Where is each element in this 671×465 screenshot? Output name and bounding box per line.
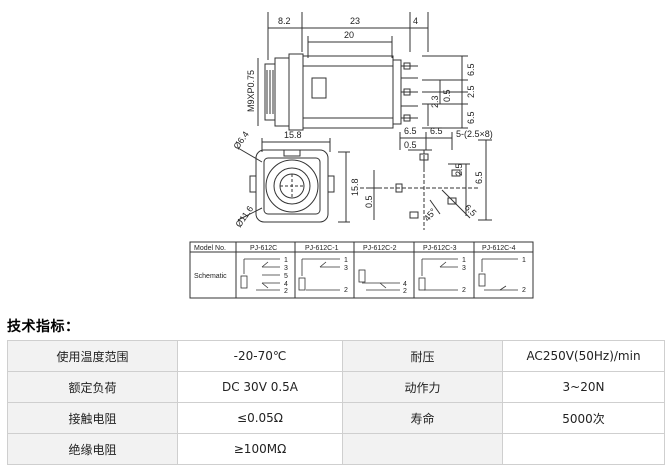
spec-value: ≤0.05Ω [177, 402, 343, 434]
spec-value [502, 433, 665, 465]
model-col-3: PJ-612C-3 [423, 245, 457, 252]
spec-key: 额定负荷 [7, 371, 178, 403]
pin-right-a: 2.5 [454, 163, 464, 176]
pin-label: 3 [344, 265, 348, 272]
spec-heading: 技术指标： [7, 319, 80, 335]
pin-label: 2 [462, 287, 466, 294]
pin-length: 2.3 [430, 95, 440, 108]
spec-value: 5000次 [502, 402, 665, 434]
schematic-header-label: Model No. [194, 245, 226, 252]
front-hole: Ø6.4 [231, 129, 250, 151]
model-col-4: PJ-612C-4 [482, 245, 516, 252]
spec-key: 接触电阻 [7, 402, 178, 434]
pin-top-right: 6.5 [430, 126, 443, 136]
pin-layout-view [360, 132, 492, 230]
pin-label: 1 [462, 257, 466, 264]
pin-label: 4 [403, 281, 407, 288]
spec-key: 使用温度范围 [7, 340, 178, 372]
pin-label: 4 [284, 281, 288, 288]
spec-value: AC250V(50Hz)/min [502, 340, 665, 372]
pin-label: 2 [403, 288, 407, 295]
pin-label: 5 [284, 273, 288, 280]
schematic-row-label: Schematic [194, 273, 227, 280]
side-view [257, 12, 468, 131]
pin-right-b: 6.5 [474, 171, 484, 184]
pin-left: 0.5 [364, 195, 374, 208]
pin-dim-lower: 0.5 [442, 89, 452, 102]
technical-drawing: 8.2 23 4 20 M9XP0.75 6.5 2.5 0.5 6.5 2.3… [189, 12, 534, 299]
pin-label: 3 [462, 265, 466, 272]
table-row: 接触电阻 ≤0.05Ω 寿命 5000次 [7, 402, 665, 434]
table-row: 绝缘电阻 ≥100MΩ [7, 433, 665, 465]
table-row: 额定负荷 DC 30V 0.5A 动作力 3~20N [7, 371, 665, 403]
pin-label: 2 [344, 287, 348, 294]
pin-label: 1 [344, 257, 348, 264]
spec-key: 耐压 [342, 340, 503, 372]
pin-label: 1 [284, 257, 288, 264]
pin-small: 0.5 [404, 140, 417, 150]
pin-top-left: 6.5 [404, 126, 417, 136]
model-col-1: PJ-612C-1 [305, 245, 339, 252]
dim-body: 23 [350, 16, 360, 26]
model-col-0: PJ-612C [250, 245, 277, 252]
pin-label: 1 [522, 257, 526, 264]
pin-diag: 6.5 [463, 202, 479, 218]
spec-key: 寿命 [342, 402, 503, 434]
spec-key: 绝缘电阻 [7, 433, 178, 465]
dim-shoulder: 20 [344, 30, 354, 40]
schematic-table: Model No. Schematic PJ-612C PJ-612C-1 PJ… [189, 241, 534, 299]
pin-dim-mid: 2.5 [466, 85, 476, 98]
thread-spec: M9XP0.75 [246, 70, 256, 112]
spec-value: -20-70℃ [177, 340, 343, 372]
front-width: 15.8 [284, 130, 302, 140]
model-col-2: PJ-612C-2 [363, 245, 397, 252]
front-view [237, 138, 350, 223]
spec-key: 动作力 [342, 371, 503, 403]
front-circle: Ø11.6 [233, 204, 255, 229]
front-height: 15.8 [350, 178, 360, 196]
pin-label: 2 [284, 288, 288, 295]
pin-dim-bottom: 6.5 [466, 111, 476, 124]
spec-value: DC 30V 0.5A [177, 371, 343, 403]
spec-table: 使用温度范围 -20-70℃ 耐压 AC250V(50Hz)/min 额定负荷 … [7, 340, 665, 465]
dim-front: 8.2 [278, 16, 291, 26]
pin-holes: 5-(2.5×8) [456, 129, 493, 139]
pin-label: 3 [284, 265, 288, 272]
pin-dim-top: 6.5 [466, 63, 476, 76]
dim-tab: 4 [413, 16, 418, 26]
spec-key [342, 433, 503, 465]
table-row: 使用温度范围 -20-70℃ 耐压 AC250V(50Hz)/min [7, 340, 665, 372]
spec-value: ≥100MΩ [177, 433, 343, 465]
pin-label: 2 [522, 287, 526, 294]
spec-value: 3~20N [502, 371, 665, 403]
